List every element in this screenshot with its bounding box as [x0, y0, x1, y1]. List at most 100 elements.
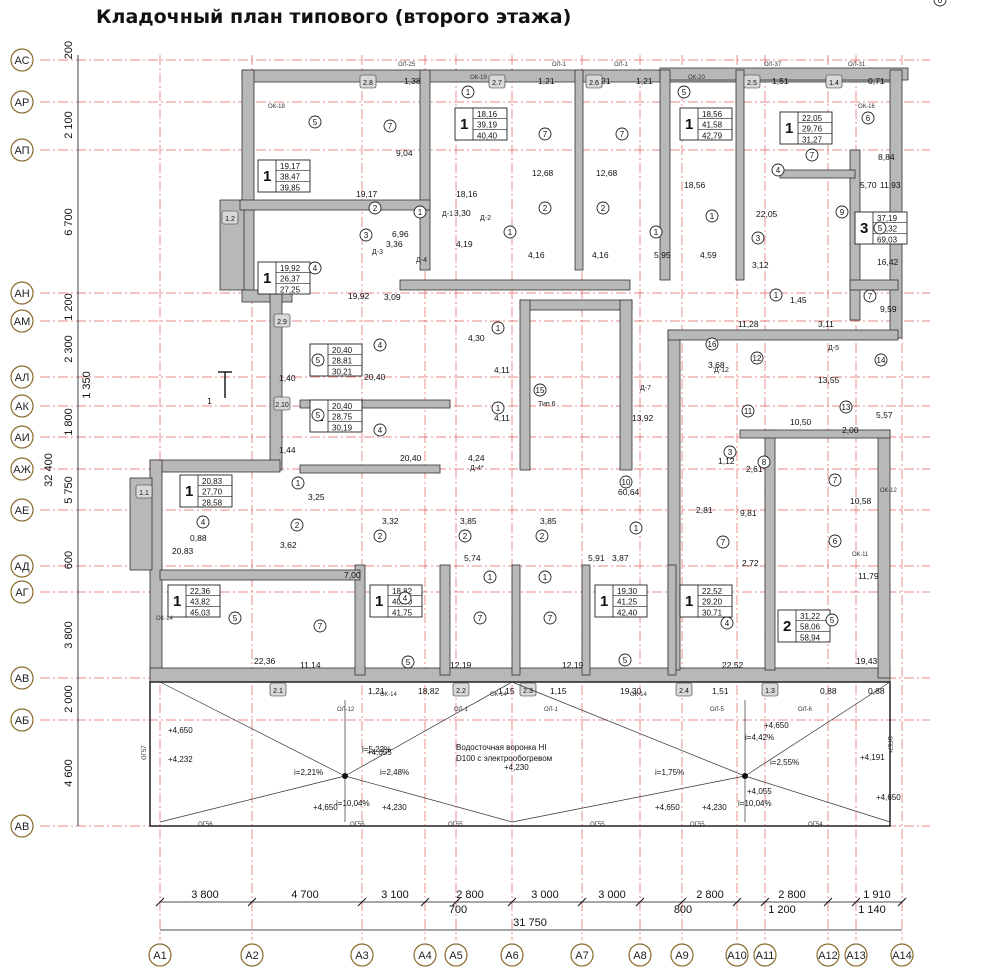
apartment-area-value: 19,92	[280, 264, 301, 273]
room-number: 2	[543, 204, 548, 213]
room-number: 9	[840, 208, 845, 217]
room-area: 3,09	[384, 292, 401, 302]
dim-bottom-row1: 2 800	[456, 889, 484, 901]
room-number-marker: 1	[413, 205, 427, 219]
room-number: 1	[466, 88, 471, 97]
room-area: 12,68	[596, 168, 618, 178]
section-mark: 1	[207, 397, 212, 406]
room-number-marker: 7	[473, 611, 487, 625]
roof-slope-line	[344, 681, 513, 777]
axis-label: АГ	[15, 587, 28, 599]
wall-segment	[129, 477, 153, 571]
room-area: 3,25	[308, 492, 325, 502]
apartment-area-value: 29,20	[702, 598, 723, 607]
room-number: 7	[721, 538, 726, 547]
wall-segment	[739, 429, 891, 439]
room-area: 3,87	[612, 553, 629, 563]
wall-segment	[735, 69, 745, 281]
room-number-marker: 4	[398, 591, 412, 605]
room-area: 10,58	[850, 496, 872, 506]
apartment-area-value: 28,81	[332, 357, 353, 366]
side-label-left: ОГ57	[142, 745, 148, 760]
room-number-marker: 3	[751, 231, 765, 245]
wall-segment	[299, 399, 451, 409]
apartment-area-value: 18,56	[702, 110, 723, 119]
room-number-marker: 3	[723, 445, 737, 459]
room-number: 5	[316, 411, 321, 420]
apartment-rooms-count: 1	[685, 116, 693, 133]
apartment-area-value: 20,40	[332, 346, 353, 355]
dim-tick	[760, 897, 770, 907]
roof-outline	[149, 681, 891, 827]
roof-level-mark: +4,055	[747, 787, 772, 796]
apartment-rooms-count: 1	[185, 483, 193, 500]
door-label: Д-1	[442, 211, 453, 218]
room-area: 9,81	[740, 508, 757, 518]
rooms: 119,1738,4739,85119,9226,3727,25118,1639…	[135, 0, 947, 828]
page-title: Кладочный план типового (второго этажа)	[96, 6, 572, 28]
room-code-box	[452, 682, 470, 697]
room-area: 18,56	[684, 180, 706, 190]
room-number-marker: 1	[491, 321, 505, 335]
axis-label: А5	[449, 950, 462, 962]
room-number-marker: 4	[720, 616, 734, 630]
axis-label: А6	[505, 950, 518, 962]
axis-bubble-А13: А13	[844, 943, 868, 967]
room-code: 2.2	[456, 688, 466, 695]
walls	[129, 67, 909, 827]
room-area: 19,17	[356, 189, 378, 199]
axis-bubble-АЕ: АЕ	[10, 498, 34, 522]
ok-label: ОК-20	[688, 75, 705, 81]
roof-slope-line	[511, 681, 746, 777]
dim-tick	[507, 897, 517, 907]
axis-label: АР	[15, 97, 30, 109]
room-area: 4,19	[456, 239, 473, 249]
room-code: 2.9	[277, 319, 287, 326]
dim-tick	[677, 897, 687, 907]
room-number: 13	[842, 403, 851, 412]
dim-bottom-row1: 2 800	[696, 889, 724, 901]
door-label: Д-12	[714, 367, 729, 374]
room-number: 1	[654, 228, 659, 237]
axis-label: АМ	[14, 316, 31, 328]
room-number: 1	[774, 291, 779, 300]
apartment-area-value: 28,75	[332, 413, 353, 422]
window-label-top: ОЛ-1	[614, 62, 629, 68]
room-code: 1.1	[139, 490, 149, 497]
side-label-right: ОГ57*	[886, 736, 892, 754]
axis-bubble-А7: А7	[570, 943, 594, 967]
ok-label: ОК-11	[852, 552, 869, 558]
room-number-marker: 13	[839, 400, 853, 414]
axis-bubble-АГ: АГ	[10, 580, 34, 604]
apartment-area-value: 39,19	[477, 121, 498, 130]
room-area: 5,91	[588, 553, 605, 563]
axis-label: АД	[14, 561, 30, 573]
apartment-rooms-count: 1	[460, 116, 468, 133]
dim-bottom-row2: 1 200	[768, 904, 796, 916]
apartment-area-value: 31,22	[800, 612, 821, 621]
room-number-marker: 5	[677, 85, 691, 99]
room-area: 2,00	[842, 425, 859, 435]
window-label-bottom: ОГ55	[350, 822, 365, 828]
wall-segment	[399, 279, 631, 291]
roof-slope-line	[344, 775, 513, 823]
roof-slope-value: i=5,22%	[362, 745, 391, 754]
roof-note: Водосточная воронка НI	[456, 743, 546, 752]
apartment-area-value: 40,40	[477, 131, 498, 140]
ok-label: ОК-12	[880, 488, 897, 494]
axis-label: А9	[675, 950, 688, 962]
apartment-area-value: 27,70	[202, 488, 223, 497]
room-number-marker: 4	[373, 423, 387, 437]
room-area: 2,81	[696, 505, 713, 515]
room-number-marker: 6	[828, 534, 842, 548]
window-label-top: ОЛ-25	[398, 62, 416, 68]
apartment-area-value: 45,03	[190, 608, 211, 617]
room-number-marker: 1	[291, 476, 305, 490]
room-number: 3	[728, 448, 733, 457]
dim-left: 600	[63, 551, 75, 569]
dim-tick	[451, 897, 461, 907]
room-code: 1.2	[225, 216, 235, 223]
